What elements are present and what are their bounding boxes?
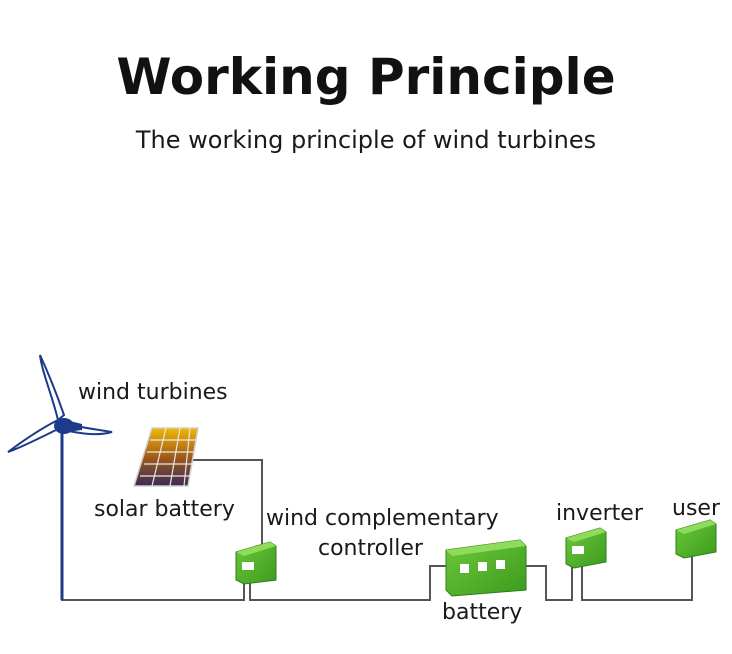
wind-turbine-icon	[7, 354, 113, 600]
controller-icon	[235, 541, 277, 585]
user-icon	[675, 519, 717, 559]
label-inverter: inverter	[556, 501, 644, 526]
label-solar-battery: solar battery	[94, 497, 235, 522]
wire-controller-battery	[249, 565, 446, 601]
label-controller-line2: controller	[318, 536, 424, 561]
solar-panel-icon	[132, 427, 199, 487]
label-battery: battery	[442, 600, 522, 625]
wire-battery-inverter	[526, 565, 573, 601]
label-controller-line1: wind complementary	[266, 506, 499, 531]
page-title: Working Principle	[116, 48, 616, 106]
label-wind-turbines: wind turbines	[78, 380, 228, 405]
battery-icon	[361, 536, 527, 597]
inverter-icon	[565, 527, 607, 569]
page-subtitle: The working principle of wind turbines	[135, 126, 597, 154]
wire-solar-controller	[188, 459, 263, 545]
label-user: user	[672, 496, 721, 521]
wire-inverter-user	[581, 556, 693, 601]
